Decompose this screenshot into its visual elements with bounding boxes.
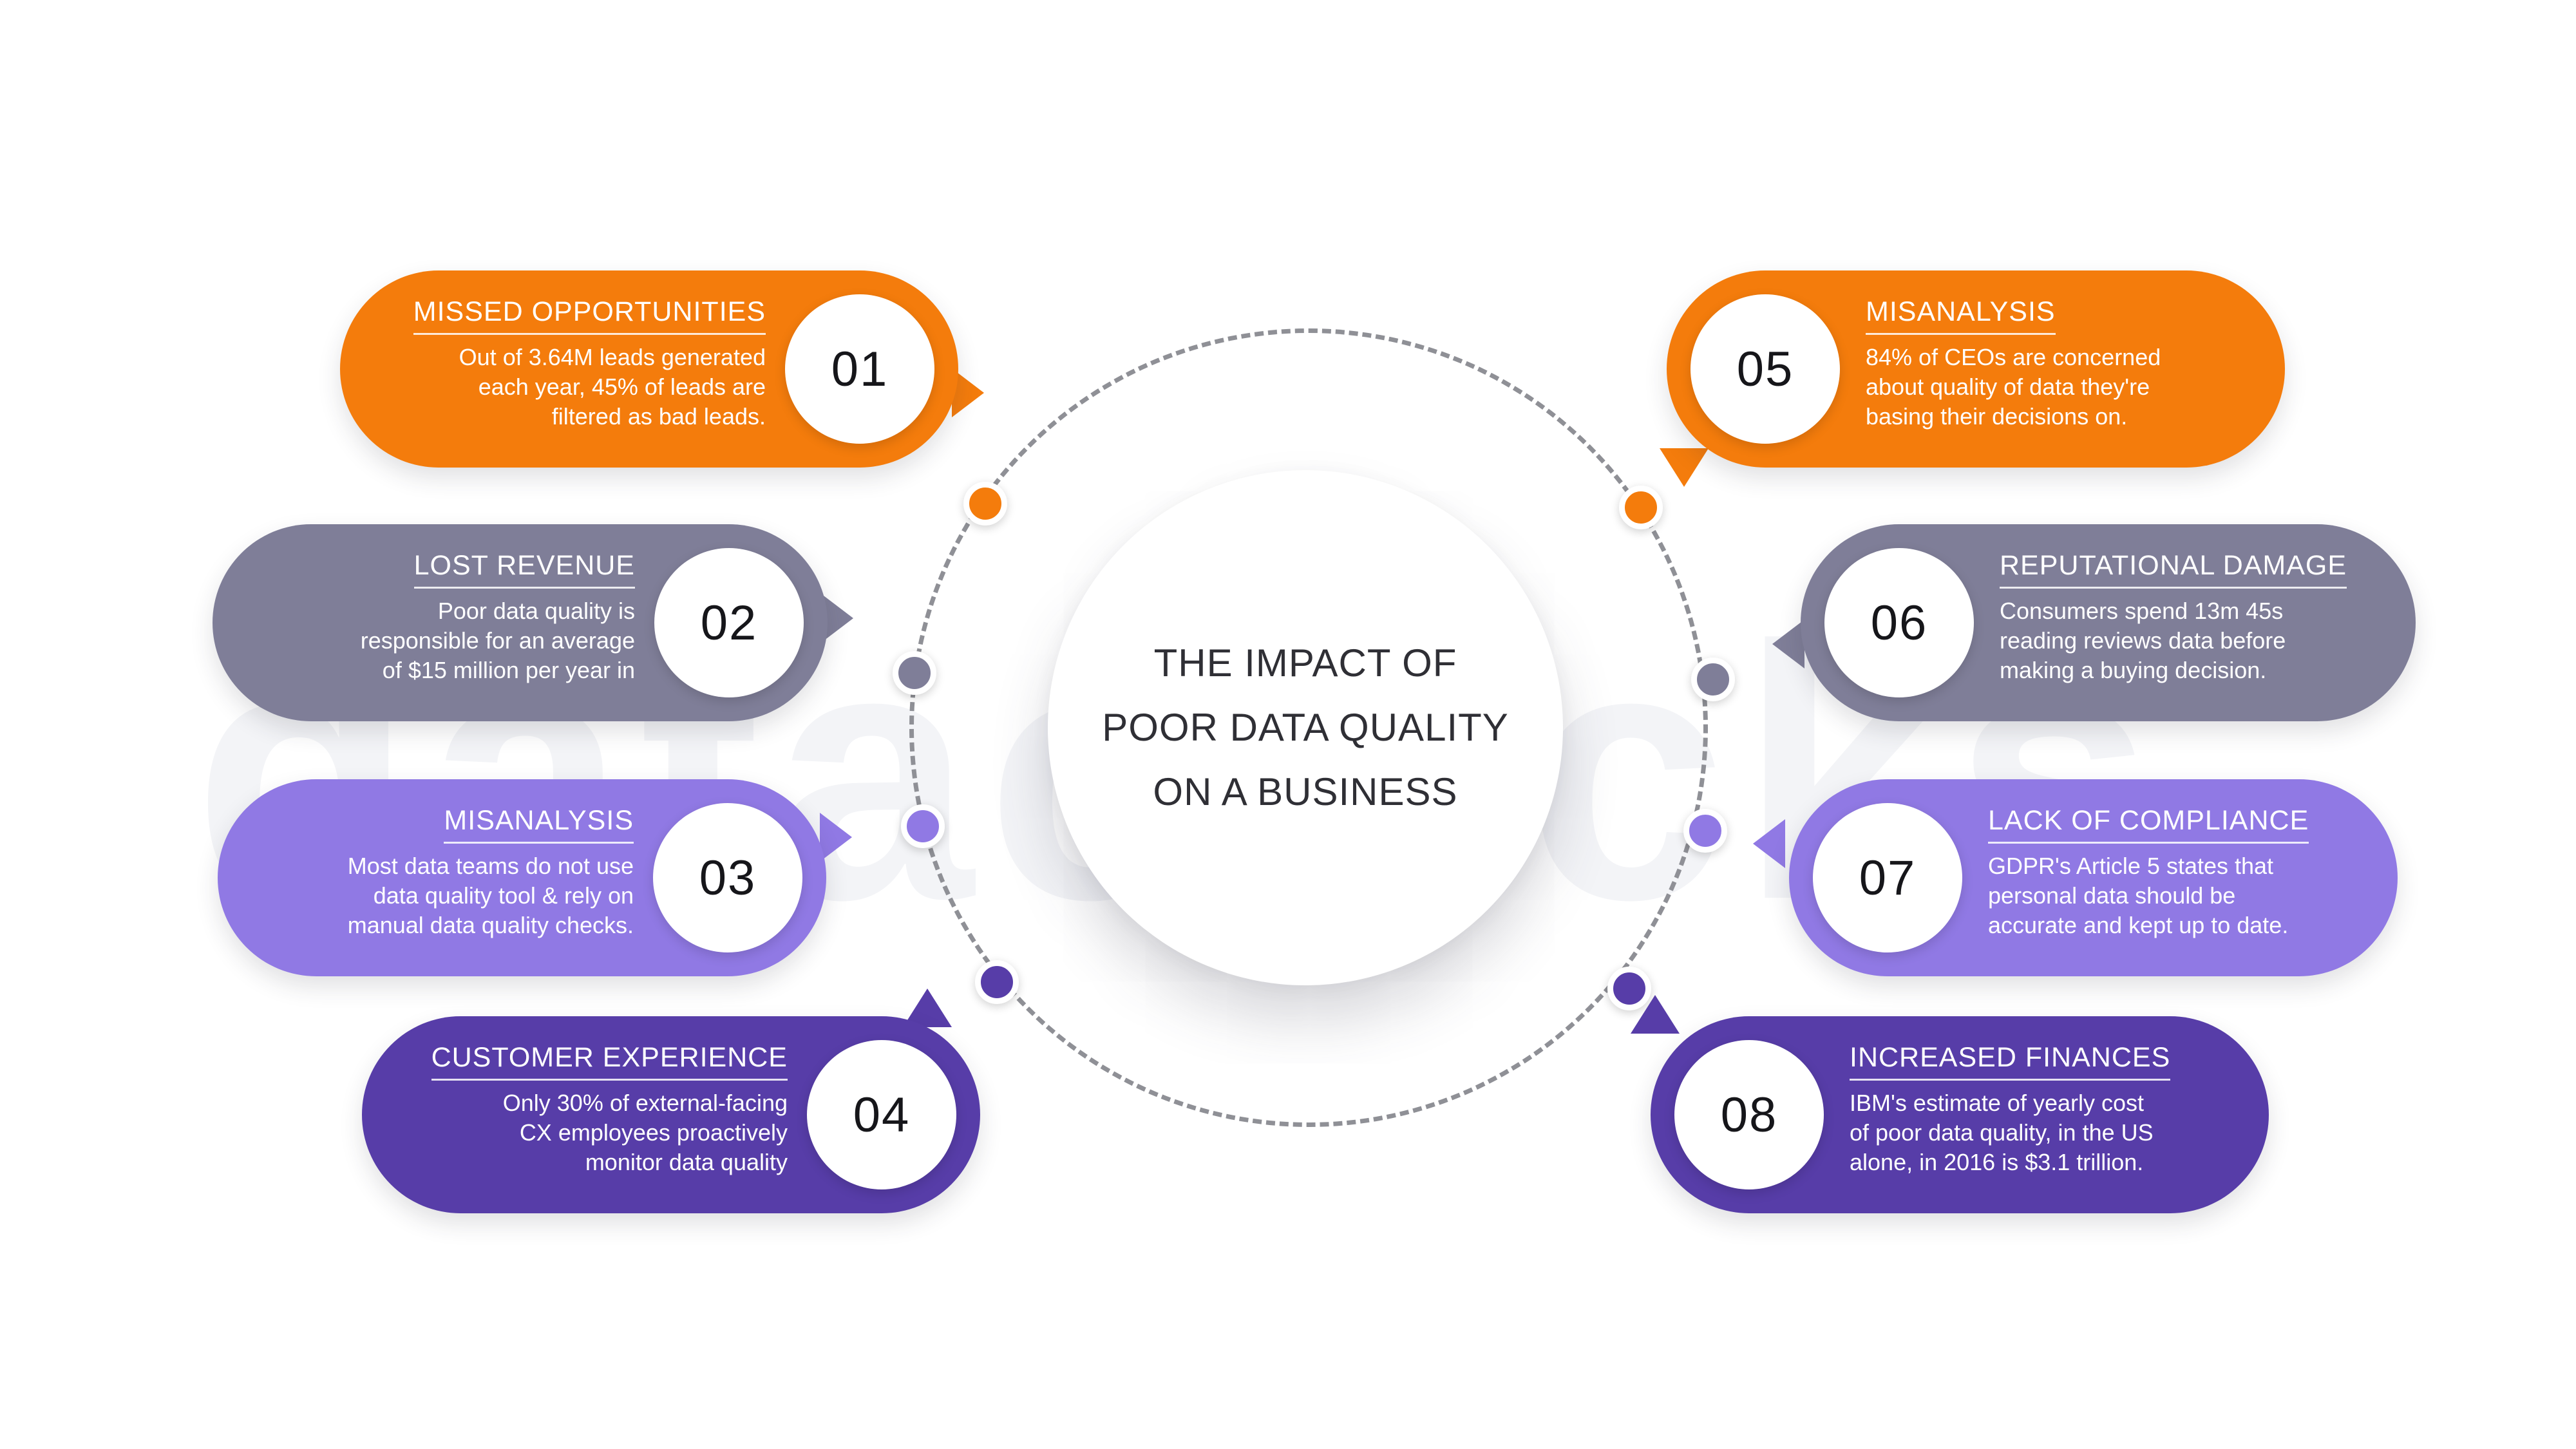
- ring-dot-02: [893, 651, 936, 695]
- impact-card-05: 05 MISANALYSIS 84% of CEOs are concerned ab…: [1667, 270, 2285, 468]
- card-title: LACK OF COMPLIANCE: [1988, 805, 2309, 844]
- card-description-line: 84% of CEOs are concerned: [1866, 344, 2161, 370]
- card-title: LOST REVENUE: [413, 550, 635, 589]
- card-title: MISANALYSIS: [444, 805, 634, 844]
- center-circle: THE IMPACT OF POOR DATA QUALITY ON A BUS…: [1048, 470, 1563, 985]
- card-description: Most data teams do not use data quality t…: [348, 851, 634, 940]
- center-title-line-1: THE IMPACT OF: [1153, 641, 1457, 685]
- card-title: MISANALYSIS: [1866, 296, 2056, 335]
- number-badge-02: 02: [654, 548, 804, 697]
- card-description: Out of 3.64M leads generated each year, 4…: [413, 343, 766, 431]
- card-description-line: IBM's estimate of yearly cost: [1850, 1090, 2145, 1116]
- ring-dot-07: [1683, 809, 1727, 853]
- card-description-line: about quality of data they're: [1866, 374, 2150, 400]
- center-title-line-3: ON A BUSINESS: [1153, 770, 1458, 813]
- card-description-line: responsible for an average: [360, 627, 635, 654]
- card-description: Consumers spend 13m 45s reading reviews d…: [2000, 596, 2347, 685]
- card-description-line: personal data should be: [1988, 882, 2236, 909]
- number-label: 08: [1720, 1087, 1778, 1142]
- number-label: 01: [831, 341, 889, 397]
- card-pointer-03: [820, 813, 852, 862]
- card-description: 84% of CEOs are concerned about quality o…: [1866, 343, 2161, 431]
- card-description: Poor data quality is responsible for an a…: [361, 596, 635, 685]
- card-text-01: MISSED OPPORTUNITIES Out of 3.64M leads g…: [413, 296, 766, 431]
- number-badge-04: 04: [807, 1040, 956, 1189]
- card-pointer-05: [1660, 448, 1709, 487]
- card-description: IBM's estimate of yearly cost of poor dat…: [1850, 1088, 2170, 1177]
- card-title: MISSED OPPORTUNITIES: [413, 296, 766, 335]
- card-description-line: Consumers spend 13m 45s: [2000, 598, 2284, 624]
- card-description-line: alone, in 2016 is $3.1 trillion.: [1850, 1149, 2144, 1175]
- card-text-04: CUSTOMER EXPERIENCE Only 30% of external-…: [431, 1042, 788, 1177]
- impact-card-06: 06 REPUTATIONAL DAMAGE Consumers spend 13m…: [1801, 524, 2416, 721]
- card-description-line: of $15 million per year in: [382, 657, 635, 683]
- card-pointer-06: [1772, 620, 1804, 668]
- ring-dot-05: [1619, 486, 1663, 529]
- card-description-line: CX employees proactively: [519, 1119, 788, 1146]
- card-description-line: Out of 3.64M leads generated: [459, 344, 766, 370]
- dashed-ring: [909, 328, 1708, 1127]
- card-pointer-08: [1631, 995, 1680, 1034]
- number-badge-07: 07: [1813, 803, 1962, 952]
- impact-card-08: 08 INCREASED FINANCES IBM's estimate of ye…: [1651, 1016, 2269, 1213]
- number-label: 05: [1736, 341, 1794, 397]
- number-badge-06: 06: [1824, 548, 1974, 697]
- card-description-line: making a buying decision.: [2000, 657, 2267, 683]
- impact-card-07: 07 LACK OF COMPLIANCE GDPR's Article 5 sta…: [1789, 779, 2398, 976]
- card-description-line: accurate and kept up to date.: [1988, 912, 2289, 938]
- ring-dot-06: [1691, 658, 1735, 701]
- card-text-02: LOST REVENUE Poor data quality is responsi…: [361, 550, 635, 685]
- impact-card-04: 04 CUSTOMER EXPERIENCE Only 30% of externa…: [362, 1016, 980, 1213]
- card-description-line: GDPR's Article 5 states that: [1988, 853, 2274, 879]
- ring-dot-01: [963, 482, 1007, 526]
- card-description: GDPR's Article 5 states that personal dat…: [1988, 851, 2309, 940]
- number-label: 06: [1870, 595, 1928, 650]
- center-title-line-2: POOR DATA QUALITY: [1102, 706, 1509, 749]
- number-badge-03: 03: [653, 803, 802, 952]
- card-text-08: INCREASED FINANCES IBM's estimate of year…: [1850, 1042, 2171, 1177]
- card-description-line: filtered as bad leads.: [551, 403, 766, 430]
- card-description-line: reading reviews data before: [2000, 627, 2286, 654]
- card-description-line: basing their decisions on.: [1866, 403, 2128, 430]
- card-description-line: data quality tool & rely on: [373, 882, 634, 909]
- card-description-line: Most data teams do not use: [347, 853, 634, 879]
- card-description-line: manual data quality checks.: [347, 912, 634, 938]
- card-title: CUSTOMER EXPERIENCE: [431, 1042, 788, 1081]
- impact-card-01: 01 MISSED OPPORTUNITIES Out of 3.64M leads…: [340, 270, 958, 468]
- number-label: 03: [699, 850, 757, 905]
- number-badge-05: 05: [1690, 294, 1840, 444]
- card-description: Only 30% of external-facing CX employees …: [431, 1088, 788, 1177]
- number-badge-08: 08: [1674, 1040, 1824, 1189]
- card-title: REPUTATIONAL DAMAGE: [2000, 550, 2347, 589]
- impact-card-03: 03 MISANALYSIS Most data teams do not use d…: [218, 779, 826, 976]
- card-text-05: MISANALYSIS 84% of CEOs are concerned abou…: [1866, 296, 2161, 431]
- ring-dot-04: [975, 960, 1019, 1004]
- card-description-line: of poor data quality, in the US: [1850, 1119, 2154, 1146]
- number-label: 04: [853, 1087, 911, 1142]
- card-text-06: REPUTATIONAL DAMAGE Consumers spend 13m 4…: [2000, 550, 2347, 685]
- card-pointer-07: [1753, 819, 1785, 868]
- card-text-03: MISANALYSIS Most data teams do not use dat…: [348, 805, 634, 940]
- card-description-line: Only 30% of external-facing: [502, 1090, 788, 1116]
- card-text-07: LACK OF COMPLIANCE GDPR's Article 5 state…: [1988, 805, 2309, 940]
- card-description-line: Poor data quality is: [437, 598, 635, 624]
- impact-card-02: 02 LOST REVENUE Poor data quality is respon…: [213, 524, 828, 721]
- card-title: INCREASED FINANCES: [1850, 1042, 2171, 1081]
- number-label: 07: [1859, 850, 1917, 905]
- card-description-line: monitor data quality: [585, 1149, 788, 1175]
- number-label: 02: [700, 595, 758, 650]
- card-description-line: each year, 45% of leads are: [478, 374, 766, 400]
- number-badge-01: 01: [785, 294, 934, 444]
- ring-dot-03: [901, 804, 945, 848]
